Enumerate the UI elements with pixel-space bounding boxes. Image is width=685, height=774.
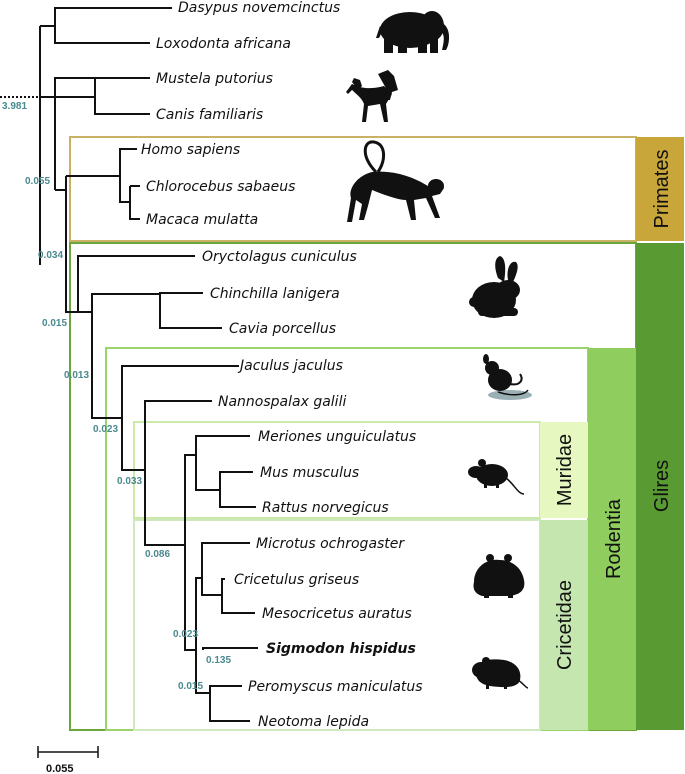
primates-label: Primates <box>651 150 673 229</box>
taxon-canis: Canis familiaris <box>156 107 263 123</box>
scale-bar-label: 0.055 <box>46 763 74 774</box>
support-value: 0.023 <box>93 424 118 435</box>
taxon-nannospalax: Nannospalax galili <box>218 394 346 410</box>
root-support-value: 3.981 <box>2 101 27 112</box>
taxon-meriones: Meriones unguiculatus <box>258 429 416 445</box>
taxon-macaca: Macaca mulatta <box>146 212 258 228</box>
support-value: 0.135 <box>206 655 231 666</box>
taxon-cavia: Cavia porcellus <box>229 321 336 337</box>
taxon-dasypus: Dasypus novemcinctus <box>178 0 340 16</box>
support-value: 0.015 <box>178 681 203 692</box>
scale-bar: 0.055 <box>37 746 99 774</box>
glires-band <box>636 243 684 730</box>
support-value: 0.013 <box>64 370 89 381</box>
rat-icon <box>472 657 529 689</box>
glires-label: Glires <box>651 460 673 512</box>
mouse-icon <box>468 459 525 495</box>
taxon-mesocricetus: Mesocricetus auratus <box>262 606 412 622</box>
jerboa-icon <box>483 354 532 400</box>
primates-band <box>636 137 684 241</box>
cricetidae-band <box>540 520 588 730</box>
rabbit-icon <box>469 256 520 318</box>
support-value: 0.055 <box>25 176 50 187</box>
rodentia-label: Rodentia <box>603 498 625 579</box>
taxon-loxodonta: Loxodonta africana <box>156 36 291 52</box>
support-value: 0.015 <box>42 318 67 329</box>
tree-branches <box>0 7 258 722</box>
taxon-rattus: Rattus norvegicus <box>262 500 389 516</box>
taxon-chinchilla: Chinchilla lanigera <box>210 286 340 302</box>
elephant-icon <box>376 11 450 53</box>
taxon-cricetulus: Cricetulus griseus <box>234 572 359 588</box>
support-value: 0.033 <box>117 476 142 487</box>
taxon-oryctolagus: Oryctolagus cuniculus <box>202 249 357 265</box>
taxon-mus: Mus musculus <box>260 465 359 481</box>
support-value: 0.086 <box>145 549 170 560</box>
muridae-band <box>540 422 588 518</box>
dog-icon <box>346 70 398 122</box>
muridae-label: Muridae <box>554 434 576 506</box>
taxon-homo: Homo sapiens <box>141 142 240 158</box>
taxon-microtus: Microtus ochrogaster <box>256 536 405 552</box>
support-value: 0.034 <box>38 250 63 261</box>
taxon-mustela: Mustela putorius <box>156 71 273 87</box>
hamster-icon <box>473 554 525 598</box>
taxon-chlorocebus: Chlorocebus sabaeus <box>146 179 295 195</box>
taxon-neotoma: Neotoma lepida <box>258 714 369 730</box>
cricetidae-label: Cricetidae <box>554 580 576 670</box>
taxon-jaculus: Jaculus jaculus <box>237 358 343 374</box>
taxon-peromyscus: Peromyscus maniculatus <box>248 679 423 695</box>
taxon-sigmodon: Sigmodon hispidus <box>266 641 416 657</box>
support-value: 0.023 <box>173 629 198 640</box>
rodentia-band <box>588 348 636 730</box>
monkey-icon <box>347 140 444 222</box>
